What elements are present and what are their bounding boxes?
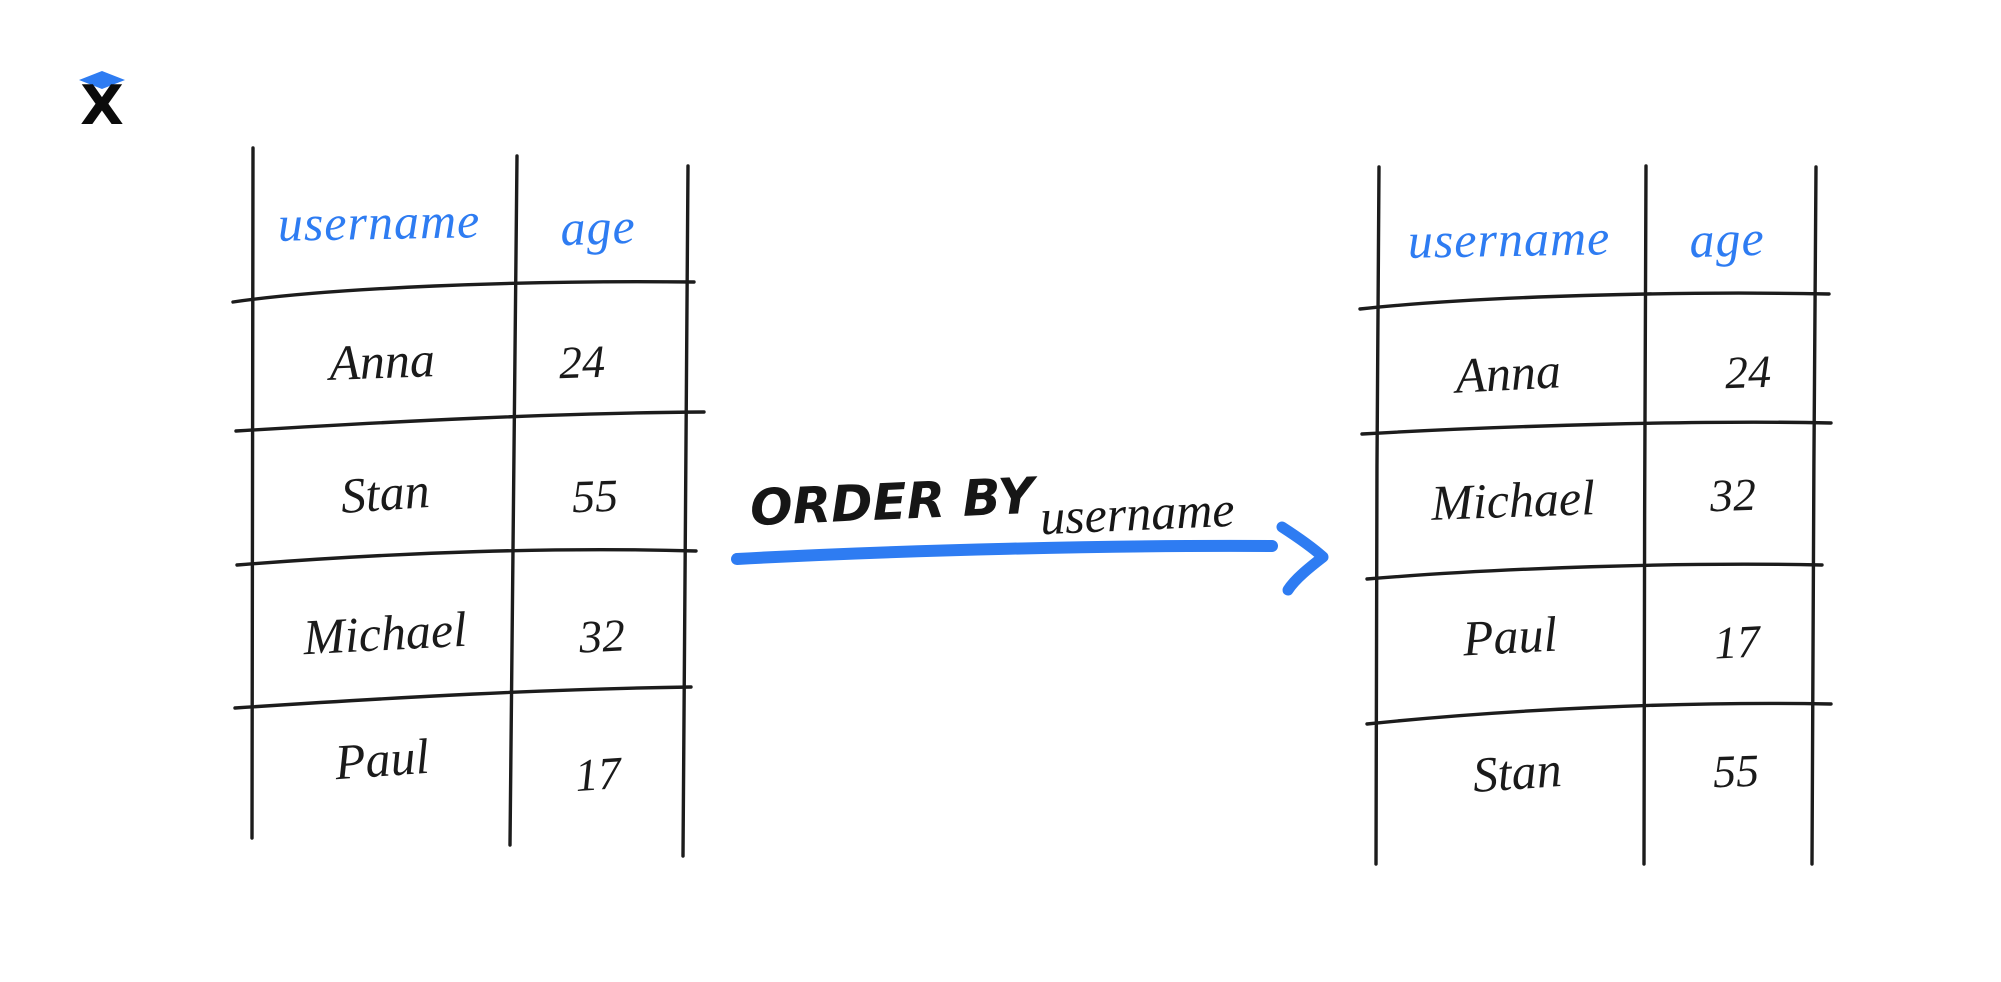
right-table-border-left: [1374, 165, 1381, 866]
left-table-header-underline: [231, 279, 696, 304]
right-table-row-line-1: [1360, 420, 1833, 436]
order-by-argument: username: [1038, 480, 1236, 546]
left-table-cell-username: Anna: [328, 331, 436, 391]
left-table-border-right: [681, 164, 690, 858]
arrow-head: [1276, 521, 1329, 596]
arrow-shaft: [731, 539, 1278, 565]
left-table-cell-age: 32: [577, 609, 627, 663]
left-table-row-line-1: [234, 410, 706, 433]
left-table-row-line-3: [233, 685, 693, 710]
right-table-cell-username: Stan: [1470, 740, 1564, 804]
left-table-cell-username: Michael: [301, 600, 469, 666]
left-table-cell-age: 17: [573, 746, 623, 802]
right-table-row-line-2: [1365, 562, 1824, 581]
right-table-cell-username: Paul: [1461, 605, 1559, 667]
right-table-cell-age: 55: [1712, 744, 1760, 798]
right-table-column-divider: [1642, 164, 1648, 866]
right-table-cell-username: Anna: [1453, 342, 1563, 404]
right-table-cell-age: 32: [1709, 468, 1757, 522]
left-table-cell-age: 55: [571, 469, 619, 523]
logo-letter: X: [80, 74, 124, 137]
right-table-header-username: username: [1407, 209, 1611, 269]
left-table-row-line-2: [235, 547, 698, 567]
left-table-cell-age: 24: [558, 335, 606, 389]
left-table-cell-username: Stan: [338, 461, 432, 525]
right-table-border-right: [1810, 165, 1818, 866]
graduation-cap-icon: [79, 71, 125, 89]
right-table-cell-age: 24: [1724, 345, 1772, 399]
left-table-column-divider: [508, 154, 519, 847]
right-table-row-line-3: [1365, 701, 1833, 726]
left-table-border-left: [249, 146, 255, 840]
right-table-cell-username: Michael: [1430, 469, 1596, 531]
right-table-cell-age: 17: [1712, 615, 1762, 669]
left-table-header-username: username: [277, 192, 481, 252]
right-table-header-underline: [1358, 291, 1831, 311]
left-table-cell-username: Paul: [332, 727, 432, 791]
left-table-header-age: age: [559, 197, 637, 257]
brand-logo: X: [76, 70, 128, 136]
right-table-header-age: age: [1688, 209, 1766, 269]
order-by-keyword: ORDER BY: [748, 466, 1036, 538]
